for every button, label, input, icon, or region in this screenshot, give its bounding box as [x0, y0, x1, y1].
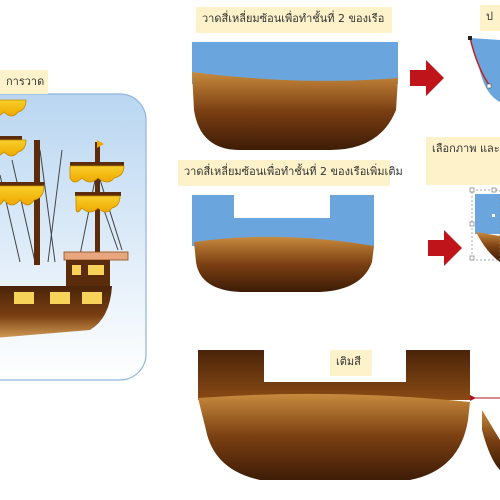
label-select-image: เลือกภาพ และ	[426, 137, 500, 185]
label-drawing: การวาด	[0, 70, 48, 94]
step1-shape	[192, 42, 398, 150]
partial-right-mid	[469, 187, 500, 262]
partial-right-top	[468, 36, 500, 102]
label-partial-top-right: ป	[480, 5, 500, 31]
label-step-layer2: วาดสี่เหลี่ยมซ้อนเพื่อทำชั้นที่ 2 ของเรื…	[196, 7, 392, 33]
arrow-right-icon	[428, 230, 462, 266]
ship-preview	[0, 93, 147, 381]
partial-right-bottom	[472, 397, 500, 470]
arrow-left-icon	[470, 395, 476, 401]
label-fill-color: เติมสี	[330, 350, 372, 376]
arrow-right-icon	[410, 60, 444, 96]
label-step-layer2-more: วาดสี่เหลี่ยมซ้อนเพื่อทำชั้นที่ 2 ของเรื…	[178, 160, 403, 186]
step3-shape	[198, 350, 470, 480]
step2-shape	[192, 195, 374, 292]
